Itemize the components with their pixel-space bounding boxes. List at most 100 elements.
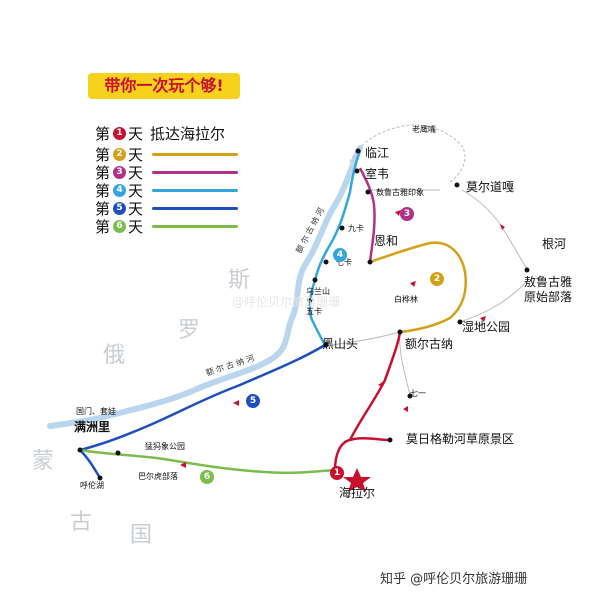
label-qiyi: 七一 [410, 389, 426, 398]
arrow-icon [233, 400, 239, 406]
dot-menggu [115, 450, 121, 456]
arrow-icon [403, 406, 408, 412]
banner-title: 带你一次玩个够! [88, 73, 240, 99]
label-eerguna: 额尔古纳 [405, 337, 454, 351]
legend-line-day4 [152, 189, 238, 192]
watermark: @呼伦贝尔旅游珊珊 [232, 295, 341, 309]
star-icon [343, 468, 371, 492]
country-char-si: 斯 [228, 268, 251, 293]
country-char-gu: 古 [70, 510, 93, 535]
dot-genhe [524, 267, 530, 273]
day-badge-3: 3 [400, 207, 414, 221]
legend-row-day5: 第 5 天 [95, 199, 144, 218]
day-badge-6: 6 [200, 470, 214, 484]
location-dots [77, 148, 530, 481]
legend-day-number: 4 [113, 183, 126, 197]
dot-qiyi [407, 393, 413, 399]
dot-moriger [387, 437, 393, 443]
legend-day-prefix: 第 [95, 181, 111, 200]
country-char-meng: 蒙 [32, 449, 55, 474]
legend-day-number: 3 [113, 165, 126, 179]
legend-day-number: 2 [113, 147, 126, 161]
label-hailaer: 海拉尔 [339, 486, 376, 500]
arrow-icon [410, 281, 416, 287]
label-moerdaoga: 莫尔道嘎 [466, 180, 515, 194]
legend-day-text: 抵达海拉尔 [150, 124, 226, 143]
day-badge-1: 1 [330, 466, 344, 480]
arrow-icon [180, 462, 186, 468]
dot-aolugu-yinxiang [365, 189, 371, 195]
label-baerhu: 巴尔虎部落 [138, 472, 178, 481]
direction-arrows [180, 210, 505, 468]
erguna-river [47, 145, 363, 429]
label-shiwei: 室韦 [365, 167, 390, 181]
legend-row-day3: 第 3 天 [95, 163, 144, 182]
dot-jiuka [339, 225, 345, 231]
legend-day-prefix: 第 [95, 124, 111, 143]
label-heishantou: 黑山头 [322, 337, 359, 351]
dot-linjiang [355, 148, 361, 154]
label-wuka: 五卡 [306, 307, 322, 316]
dot-moerdaoga [454, 182, 460, 188]
dot-wulanshan [312, 277, 318, 283]
arrow-icon [378, 381, 384, 387]
legend-line-day3 [152, 171, 238, 174]
legend-day-number: 5 [113, 201, 126, 215]
legend-day-prefix: 第 [95, 163, 111, 182]
day-badge-2: 2 [430, 272, 444, 286]
label-enhe: 恩和 [374, 234, 399, 248]
day-badge-4: 4 [333, 248, 347, 262]
dashed-road-north [349, 124, 466, 183]
dot-heishantou [323, 342, 329, 348]
arrow-icon [480, 316, 486, 322]
arrow-icon [500, 224, 505, 230]
dot-hulunhu [97, 475, 103, 481]
legend-day-number: 1 [113, 126, 126, 140]
grey-road-shidi [459, 279, 529, 323]
label-aolugu-yinxiang: 敖鲁古雅印象 [376, 188, 424, 197]
route-day6 [79, 448, 336, 475]
legend-day-prefix: 第 [95, 199, 111, 218]
label-shidi: 湿地公园 [462, 320, 511, 334]
legend-day-prefix: 第 [95, 145, 111, 164]
route-day4 [308, 149, 362, 346]
legend-row-day1: 第 1 天 抵达海拉尔 [95, 124, 226, 143]
route-day2 [369, 241, 467, 334]
country-char-e: 俄 [103, 343, 126, 368]
grey-road-east [461, 189, 529, 271]
route-day3 [358, 167, 376, 263]
footer-credit: 知乎 @呼伦贝尔旅游珊珊 [380, 572, 528, 587]
legend-line-day6 [152, 225, 238, 228]
legend-day-number: 6 [113, 219, 126, 233]
country-char-guo: 国 [130, 523, 153, 548]
legend-day-unit: 天 [128, 145, 144, 164]
day-badge-5: 5 [246, 394, 260, 408]
route-day1 [333, 331, 402, 471]
legend-day-unit: 天 [128, 163, 144, 182]
label-menggu-park: 猛犸象公园 [145, 442, 185, 451]
dot-eerguna [397, 329, 403, 335]
dot-shidi [457, 319, 463, 325]
legend-row-day6: 第 6 天 [95, 217, 144, 236]
legend-day-unit: 天 [128, 181, 144, 200]
label-moriger: 莫日格勒河草原景区 [406, 432, 515, 446]
label-jiuka: 九卡 [348, 224, 364, 233]
legend-line-day5 [152, 207, 238, 210]
label-guomen: 国门、套娃 [76, 407, 116, 416]
legend-line-day2 [152, 153, 238, 156]
arrow-icon [395, 210, 401, 216]
country-char-luo: 罗 [178, 318, 201, 343]
legend-day-unit: 天 [128, 124, 144, 143]
legend-row-day4: 第 4 天 [95, 181, 144, 200]
legend-row-day2: 第 2 天 [95, 145, 144, 164]
label-hulunhu: 呼伦湖 [80, 481, 104, 490]
label-qika: 七卡 [336, 258, 352, 267]
legend-day-prefix: 第 [95, 217, 111, 236]
label-genhe: 根河 [542, 237, 567, 251]
dot-qika [323, 259, 329, 265]
route-day5 [77, 343, 326, 479]
label-baihualin: 白桦林 [394, 295, 418, 304]
label-laoyingzui: 老鹰嘴 [412, 125, 436, 134]
